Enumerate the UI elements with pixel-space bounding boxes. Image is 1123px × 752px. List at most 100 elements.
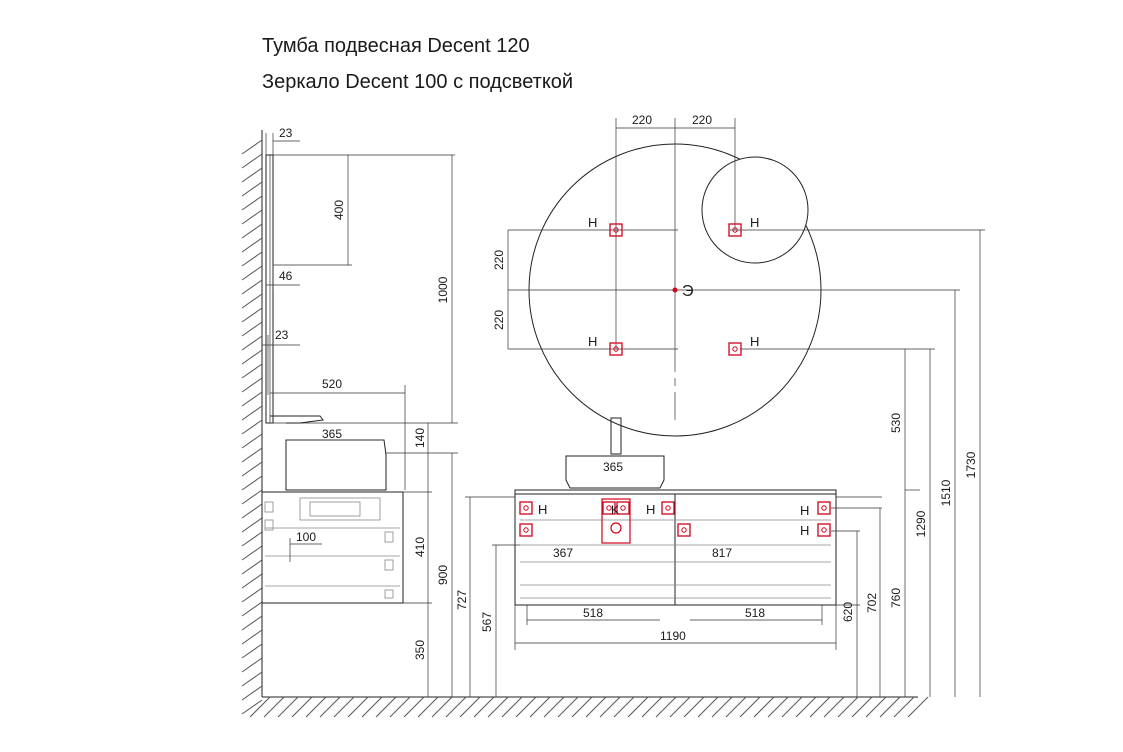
wall-hatch-stroke — [241, 321, 263, 337]
wall-hatch-stroke — [241, 363, 263, 379]
connection-square — [728, 342, 742, 356]
marker-h-7: H — [800, 503, 809, 518]
floor-hatch-stroke — [837, 696, 859, 718]
dim-front-220-b: 220 — [692, 113, 712, 127]
floor-hatch-stroke — [669, 696, 691, 718]
connection-dot — [523, 505, 529, 511]
dim-front-760: 760 — [889, 588, 903, 608]
front-basin — [565, 455, 665, 489]
floor-hatch-stroke — [431, 696, 453, 718]
wall-hatch-stroke — [241, 573, 263, 589]
floor-hatch — [249, 696, 929, 718]
floor-hatch-stroke — [249, 696, 271, 718]
connection-square — [817, 523, 831, 537]
wall-hatch-stroke — [241, 167, 263, 183]
floor-hatch-stroke — [585, 696, 607, 718]
wall-hatch-stroke — [241, 265, 263, 281]
floor-hatch-stroke — [683, 696, 705, 718]
floor-hatch-stroke — [711, 696, 733, 718]
marker-h-4: H — [750, 334, 759, 349]
marker-h-1: H — [588, 215, 597, 230]
dim-front-530: 530 — [889, 413, 903, 433]
floor-hatch-stroke — [907, 696, 929, 718]
floor-hatch-stroke — [739, 696, 761, 718]
floor-hatch-stroke — [697, 696, 719, 718]
dim-side-350: 350 — [413, 640, 427, 660]
dim-front-817: 817 — [712, 546, 732, 560]
wall-hatch-stroke — [241, 531, 263, 547]
wall-hatch-stroke — [241, 699, 263, 715]
marker-drain: K — [611, 503, 619, 517]
floor-hatch-stroke — [389, 696, 411, 718]
dim-front-1190: 1190 — [660, 629, 686, 643]
floor-hatch-stroke — [501, 696, 523, 718]
wall-hatch-stroke — [241, 307, 263, 323]
dim-front-518-a: 518 — [583, 606, 603, 620]
dim-side-46: 46 — [279, 269, 293, 283]
wall-hatch-stroke — [241, 601, 263, 617]
marker-h-3: H — [588, 334, 597, 349]
wall-hatch-stroke — [241, 405, 263, 421]
dim-front-220-c: 220 — [492, 250, 506, 270]
floor-hatch-stroke — [725, 696, 747, 718]
marker-h-8: H — [800, 523, 809, 538]
dim-front-567: 567 — [480, 612, 494, 632]
floor-hatch-stroke — [627, 696, 649, 718]
connection-markers — [519, 223, 831, 537]
wall-hatch-stroke — [241, 615, 263, 631]
connection-square — [519, 501, 533, 515]
floor-hatch-stroke — [809, 696, 831, 718]
marker-power: Э — [682, 283, 694, 300]
wall-hatch-stroke — [241, 671, 263, 687]
dim-side-410: 410 — [413, 537, 427, 557]
floor-hatch-stroke — [277, 696, 299, 718]
connection-square — [609, 223, 623, 237]
floor-hatch-stroke — [613, 696, 635, 718]
wall-hatch-stroke — [241, 391, 263, 407]
dim-side-140: 140 — [413, 428, 427, 448]
wall-hatch-stroke — [241, 629, 263, 645]
dim-side-900: 900 — [436, 565, 450, 585]
wall-hatch-stroke — [241, 685, 263, 701]
connection-dot — [620, 505, 626, 511]
title-cabinet: Тумба подвесная Decent 120 — [262, 35, 530, 57]
floor-hatch-stroke — [347, 696, 369, 718]
dim-side-400: 400 — [332, 200, 346, 220]
floor-hatch-stroke — [333, 696, 355, 718]
wall-hatch-stroke — [241, 643, 263, 659]
wall-hatch-stroke — [241, 657, 263, 673]
marker-h-5: H — [538, 502, 547, 517]
floor-hatch-stroke — [403, 696, 425, 718]
connection-square — [616, 501, 630, 515]
side-basin — [285, 439, 387, 491]
wall-hatch-stroke — [241, 489, 263, 505]
wall-hatch-stroke — [241, 419, 263, 435]
floor-hatch-stroke — [263, 696, 285, 718]
side-view — [261, 133, 458, 697]
front-faucet — [610, 417, 622, 455]
dim-front-1290: 1290 — [914, 510, 928, 537]
front-view — [465, 118, 985, 697]
mirror-small-circle — [701, 156, 809, 264]
dim-front-727: 727 — [455, 590, 469, 610]
connection-dot — [665, 505, 671, 511]
floor-hatch-stroke — [473, 696, 495, 718]
wall-hatch-stroke — [241, 237, 263, 253]
floor-hatch-stroke — [781, 696, 803, 718]
wall-hatch-stroke — [241, 349, 263, 365]
floor-hatch-stroke — [445, 696, 467, 718]
wall-hatch-stroke — [241, 209, 263, 225]
floor-hatch-stroke — [753, 696, 775, 718]
dim-front-1730: 1730 — [964, 451, 978, 478]
dim-front-220-d: 220 — [492, 310, 506, 330]
floor-hatch-stroke — [851, 696, 873, 718]
connection-square — [519, 523, 533, 537]
floor-hatch-stroke — [641, 696, 663, 718]
side-cabinet — [261, 491, 404, 604]
floor-hatch-stroke — [361, 696, 383, 718]
floor-hatch-stroke — [767, 696, 789, 718]
floor-hatch-stroke — [823, 696, 845, 718]
connection-dot — [681, 527, 687, 533]
wall-hatch-stroke — [241, 545, 263, 561]
